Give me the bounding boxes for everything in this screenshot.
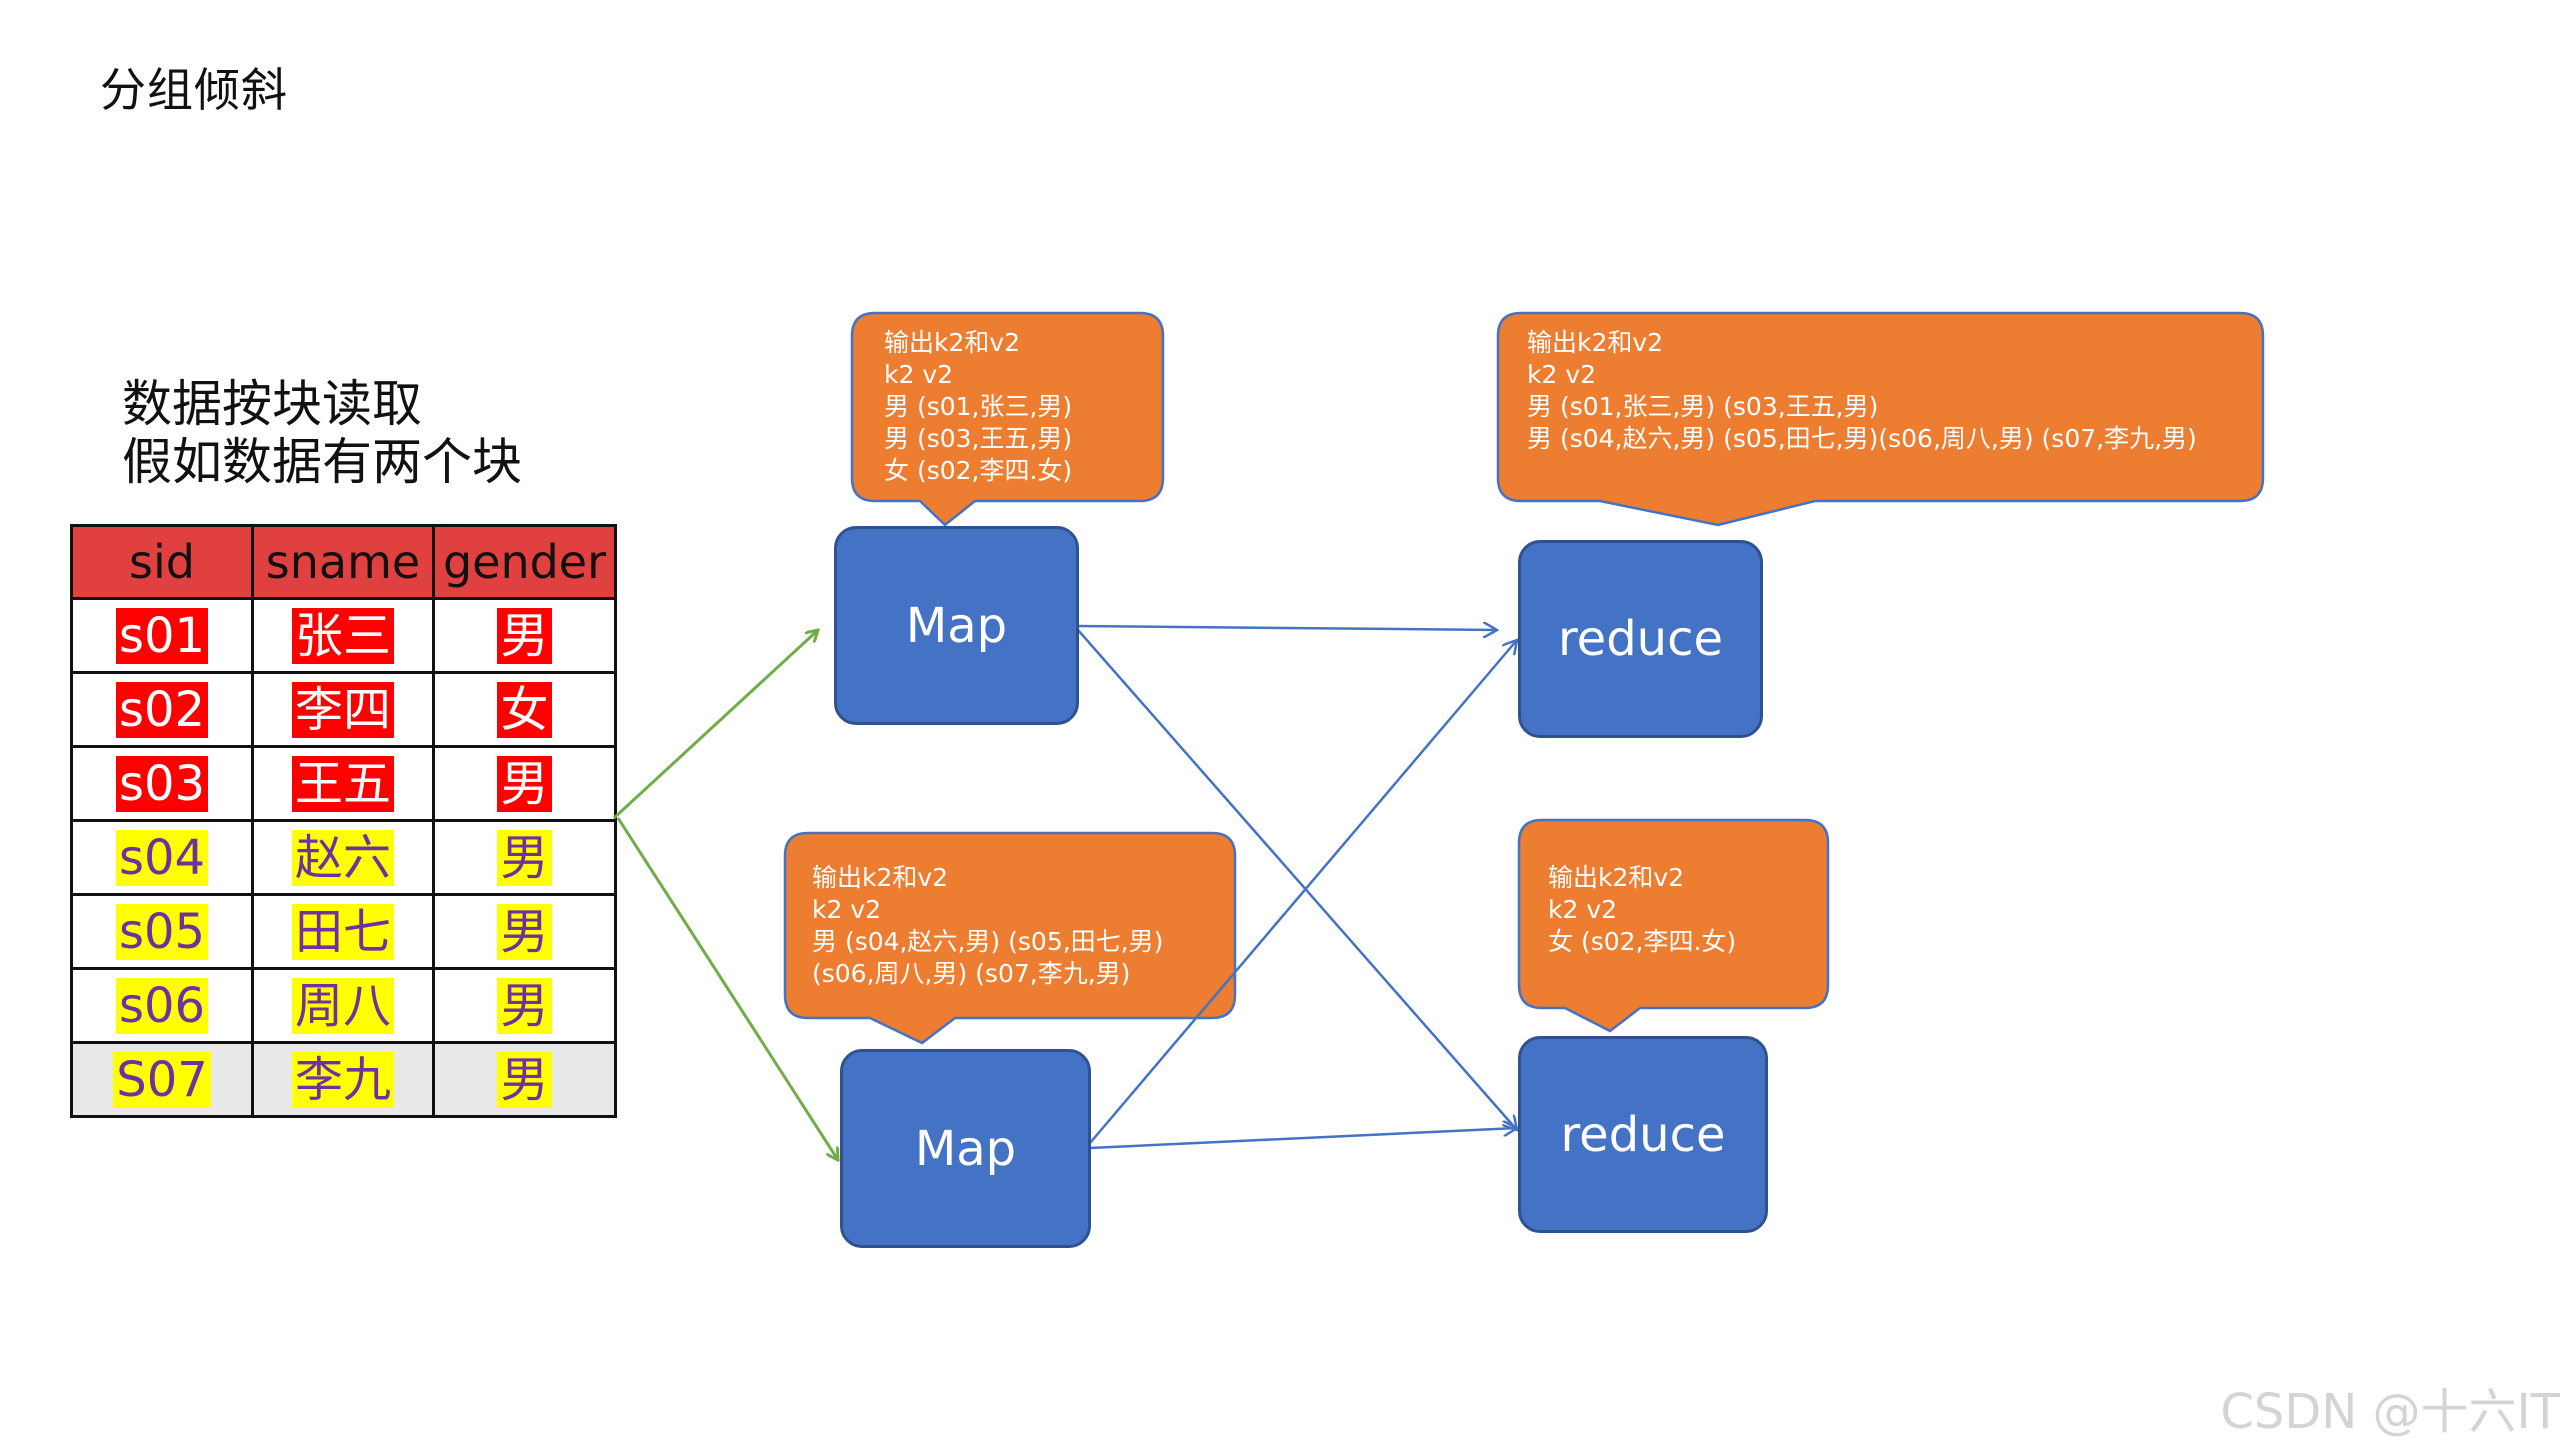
cell-sid: s01 [115,607,209,664]
subtitle: 数据按块读取 假如数据有两个块 [122,375,522,491]
table-cell: 张三 [251,597,435,674]
map-node-2: Map [840,1049,1091,1248]
callout-line: 女 (s02,李四.女) [1548,927,1737,956]
table-cell: 赵六 [251,819,435,896]
table-cell: s03 [70,745,254,822]
callout-line: k2 v2 [884,360,954,389]
callout-reduce2-text: 输出k2和v2 k2 v2 女 (s02,李四.女) [1548,862,1736,958]
cell-sname: 田七 [291,903,394,960]
table-cell: s04 [70,819,254,896]
table-cell: s05 [70,893,254,970]
cell-sid: s06 [115,977,209,1034]
cell-sname: 李九 [291,1051,394,1108]
callout-line: 输出k2和v2 [1548,863,1685,892]
cell-gender: 男 [497,1051,552,1108]
callout-line: 男 (s03,王五,男) [884,424,1073,453]
cell-sid: s03 [115,755,209,812]
table-cell: 王五 [251,745,435,822]
cell-sname: 周八 [291,977,394,1034]
callout-map2-bubble [783,831,1237,1045]
cell-sid: S07 [113,1051,211,1108]
table-cell: 男 [432,745,617,822]
cell-gender: 女 [497,681,552,738]
table-cell: s01 [70,597,254,674]
table-row: s06 周八 男 [70,967,617,1044]
reduce-node-1: reduce [1518,540,1763,738]
watermark: CSDN @十六IT [2220,1384,2560,1440]
callout-map1-bubble [850,311,1165,527]
table-cell: 男 [432,893,617,970]
split-arrow-to-map1 [612,630,818,820]
header-sname: sname [251,524,435,600]
callout-map2-text: 输出k2和v2 k2 v2 男 (s04,赵六,男) (s05,田七,男) (s… [812,862,1163,990]
callout-line: 男 (s01,张三,男) [884,392,1073,421]
table-cell: s06 [70,967,254,1044]
cell-gender: 男 [497,607,552,664]
split-arrow-to-map2 [616,817,838,1160]
callout-line: k2 v2 [1527,360,1597,389]
cell-sname: 张三 [291,607,394,664]
table-row: s02 李四 女 [70,671,617,748]
callout-line: 输出k2和v2 [1527,328,1664,357]
table-row: s01 张三 男 [70,597,617,674]
table-cell: 男 [432,819,617,896]
callout-line: 女 (s02,李四.女) [884,456,1073,485]
shuffle-map1-to-reduce2 [1077,629,1517,1130]
cell-sname: 赵六 [291,829,394,886]
callout-line: 男 (s04,赵六,男) (s05,田七,男)(s06,周八,男) (s07,李… [1527,424,2197,453]
callout-map1-text: 输出k2和v2 k2 v2 男 (s01,张三,男) 男 (s03,王五,男) … [884,327,1072,487]
table-cell: 男 [432,967,617,1044]
shuffle-map2-to-reduce2 [1089,1128,1517,1150]
callout-line: 输出k2和v2 [812,863,949,892]
shuffle-map2-to-reduce1 [1089,640,1517,1144]
callout-reduce1-bubble [1496,311,2265,527]
callout-line: k2 v2 [1548,895,1618,924]
cell-gender: 男 [497,977,552,1034]
table-cell: 男 [432,597,617,674]
subtitle-line-2: 假如数据有两个块 [122,433,522,491]
table-header-row: sid sname gender [70,524,617,600]
cell-sid: s05 [115,903,209,960]
cell-sname: 王五 [291,755,394,812]
cell-sid: s04 [115,829,209,886]
student-table: sid sname gender s01 张三 男 s02 李四 女 s03 王… [70,524,617,1118]
callout-line: 男 (s01,张三,男) (s03,王五,男) [1527,392,1879,421]
cell-sid: s02 [115,681,209,738]
table-cell: 男 [432,1041,617,1118]
table-row: S07 李九 男 [70,1041,617,1118]
slide-title: 分组倾斜 [100,63,288,117]
table-cell: S07 [70,1041,254,1118]
shuffle-map1-to-reduce1 [1077,626,1497,630]
table-row: s03 王五 男 [70,745,617,822]
table-cell: s02 [70,671,254,748]
reduce-node-2: reduce [1518,1036,1768,1233]
callout-line: (s06,周八,男) (s07,李九,男) [812,959,1131,988]
callout-line: k2 v2 [812,895,882,924]
map-node-1: Map [834,526,1079,725]
callout-reduce2-bubble [1517,818,1830,1033]
cell-gender: 男 [497,903,552,960]
callout-reduce1-text: 输出k2和v2 k2 v2 男 (s01,张三,男) (s03,王五,男) 男 … [1527,327,2197,455]
cell-gender: 男 [497,755,552,812]
callout-line: 输出k2和v2 [884,328,1021,357]
cell-sname: 李四 [291,681,394,738]
table-cell: 女 [432,671,617,748]
table-row: s05 田七 男 [70,893,617,970]
table-cell: 田七 [251,893,435,970]
table-cell: 李九 [251,1041,435,1118]
header-sid: sid [70,524,254,600]
table-cell: 周八 [251,967,435,1044]
subtitle-line-1: 数据按块读取 [122,375,422,433]
table-cell: 李四 [251,671,435,748]
callout-line: 男 (s04,赵六,男) (s05,田七,男) [812,927,1164,956]
header-gender: gender [432,524,617,600]
table-row: s04 赵六 男 [70,819,617,896]
cell-gender: 男 [497,829,552,886]
